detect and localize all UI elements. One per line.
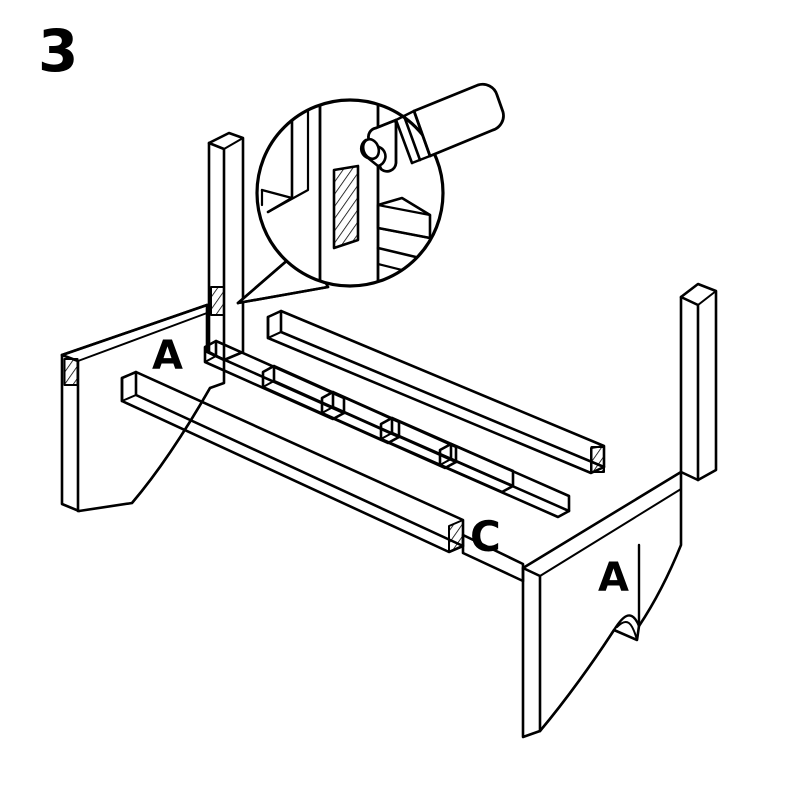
part-label-a-left: A <box>152 333 183 379</box>
screwdriver-icon <box>359 82 505 173</box>
side-rail-far <box>266 309 606 475</box>
step-number: 3 <box>38 17 78 85</box>
headboard-panel-right <box>521 282 718 739</box>
detail-callout-circle <box>255 82 505 288</box>
headboard-left-post <box>207 131 245 362</box>
rail-joint-stub <box>461 533 525 583</box>
slat-end-cleat <box>267 310 282 339</box>
dowel-hole-left-post <box>210 286 225 316</box>
slat <box>438 442 571 519</box>
dowel-hole-magnified <box>332 164 360 250</box>
headboard-right-post <box>679 282 718 482</box>
slat-frame <box>120 309 606 583</box>
slat <box>320 390 458 470</box>
part-label-c: C <box>470 512 501 561</box>
headboard-panel-left <box>60 131 245 513</box>
part-label-a-right: A <box>598 555 629 601</box>
slat <box>379 416 515 494</box>
slat <box>261 364 401 445</box>
dowel-hole-left-panel <box>63 358 79 386</box>
